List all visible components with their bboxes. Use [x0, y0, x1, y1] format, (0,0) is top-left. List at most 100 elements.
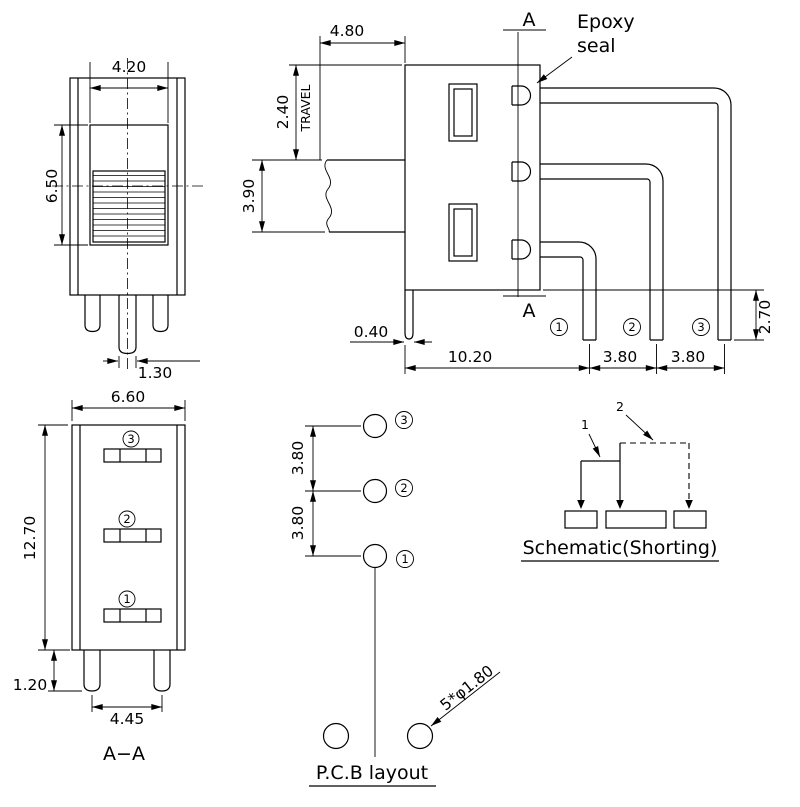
seal-dome-3: [511, 239, 532, 260]
pole-2-leader: [625, 414, 654, 441]
seal-dome-1: [511, 85, 532, 106]
arrow-down-3: [685, 500, 693, 509]
pad-hole-2: [362, 478, 388, 504]
epoxy-leader-arrow: [536, 56, 573, 84]
dim-pin-length: 1.20: [13, 676, 48, 694]
terminal-3: [540, 87, 732, 341]
terminal-2: [540, 163, 664, 341]
svg-text:1: 1: [401, 552, 408, 566]
epoxy-label-line1: Epoxy: [577, 11, 635, 33]
pole-1-leader: [588, 433, 601, 458]
svg-text:3: 3: [697, 320, 704, 334]
section-cut-line: [503, 29, 546, 297]
dim-pin-span: 4.45: [110, 710, 145, 728]
epoxy-label-line2: seal: [577, 35, 616, 57]
dim-pin-length: 2.70: [756, 300, 774, 335]
section-label-top: A: [523, 9, 536, 31]
section-label-bottom: A: [523, 300, 536, 322]
svg-text:1: 1: [123, 592, 130, 606]
svg-text:2: 2: [628, 320, 635, 334]
contact-2: 2: [103, 510, 162, 543]
side-view: A A Epoxy seal 4.80 2.40 TRAVEL: [240, 9, 774, 374]
dim-pitch-b: 3.80: [671, 348, 706, 366]
pad-hole-3: [362, 413, 388, 439]
body-wall-lines: [77, 78, 178, 295]
dim-width: 6.60: [111, 388, 146, 406]
front-pin-left: [84, 295, 101, 333]
schematic-title: Schematic(Shorting): [523, 537, 718, 559]
terminal-1: [540, 241, 597, 341]
schematic-terminal-1: [564, 510, 598, 529]
pin-number-2: 2: [623, 318, 641, 336]
mount-hole-right: [406, 722, 434, 750]
dim-travel: 2.40: [274, 95, 292, 130]
dim-shaft-height: 3.90: [240, 179, 258, 214]
contact-3: 3: [103, 430, 162, 463]
ext-lines-pin-width: [118, 356, 137, 368]
side-body-outline: [404, 64, 541, 291]
front-view: 4.20 6.50 1.30: [43, 58, 203, 382]
ext-lines-shaft: [252, 159, 325, 233]
view-title-aa: A−A: [103, 743, 145, 765]
pin-number-1: 1: [550, 318, 568, 336]
slider-track: [89, 124, 169, 246]
view-title-pcb: P.C.B layout: [316, 762, 428, 784]
svg-text:1: 1: [555, 320, 562, 334]
pad-hole-1: [362, 543, 388, 569]
slider-knob: [92, 170, 166, 243]
actuator-shaft: [327, 159, 405, 233]
front-pin-right: [152, 295, 169, 333]
pad-number-2: 2: [395, 479, 413, 497]
dim-slider-height: 6.50: [43, 169, 61, 204]
svg-text:3: 3: [400, 413, 407, 427]
mount-hole-left: [322, 722, 350, 750]
label-travel: TRAVEL: [298, 84, 313, 132]
section-wall-lines: [79, 425, 178, 650]
ext-lines-pitch: [404, 344, 725, 374]
schematic-terminal-2: [605, 510, 667, 529]
dim-pitch-b: 3.80: [289, 506, 307, 541]
ext-lines-width: [89, 62, 169, 123]
dim-pin1-offset: 10.20: [448, 348, 492, 366]
arrow-down-2: [616, 500, 624, 509]
pole-2-label: 2: [616, 399, 624, 414]
svg-text:3: 3: [127, 432, 134, 446]
ext-lines-height: [38, 424, 68, 651]
ext-lines-pin-len: [48, 649, 82, 692]
pad-number-3: 3: [395, 411, 413, 429]
section-pin-left: [83, 650, 101, 692]
dim-slider-width: 4.20: [112, 58, 147, 76]
contact-window-top-inner: [453, 88, 473, 137]
schematic-terminal-3: [673, 510, 707, 529]
locating-pin: [404, 290, 414, 340]
dim-pin-width: 1.30: [138, 364, 173, 382]
pcb-layout-view: 3 2 1 3.80 3.80 5*φ1.80 P.C.B layout: [289, 411, 501, 787]
break-line: [324, 159, 332, 233]
contact-1: 1: [103, 590, 162, 623]
svg-text:2: 2: [400, 481, 407, 495]
svg-text:2: 2: [123, 512, 130, 526]
contact-window-bottom-inner: [453, 208, 473, 257]
section-pin-right: [153, 650, 171, 692]
dim-height: 12.70: [21, 516, 39, 560]
dim-pin-thickness: 0.40: [354, 323, 389, 341]
section-view-aa: 6.60 12.70 3 2 1: [13, 388, 186, 765]
knob-serration-hatch: [93, 175, 165, 237]
ext-lines-pin-length: [543, 289, 764, 341]
hole-spec-leader: [430, 671, 501, 727]
section-body-outline: [71, 424, 186, 651]
seal-dome-2: [511, 161, 532, 182]
pin-number-3: 3: [692, 318, 710, 336]
pole-1-label: 1: [581, 417, 589, 432]
pad-number-1: 1: [396, 550, 414, 568]
schematic-view: 1 2 Schematic(Shorting): [521, 399, 719, 562]
dim-pitch-a: 3.80: [289, 441, 307, 476]
contact-window-top: [448, 83, 478, 142]
shorting-bar-solid: [580, 443, 621, 502]
contact-window-bottom: [448, 203, 478, 262]
hole-spec-label: 5*φ1.80: [437, 662, 497, 715]
dim-pitch-a: 3.80: [603, 348, 638, 366]
arrow-down-1: [577, 500, 585, 509]
